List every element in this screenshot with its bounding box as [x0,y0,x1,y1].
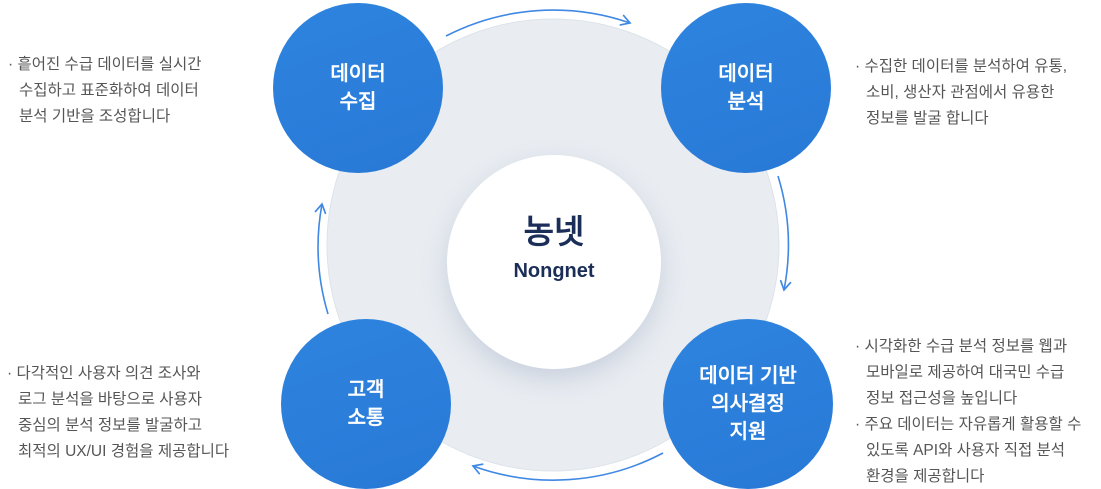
node-decision-support-label: 데이터 기반 의사결정 지원 [699,365,797,443]
description-bullet: · 흩어진 수급 데이터를 실시간 수집하고 표준화하여 데이터 분석 기반을 … [8,56,202,125]
arrow-left-icon [314,202,329,315]
arrow-top-icon [445,9,632,37]
description-data-analysis: · 수집한 데이터를 분석하여 유통, 소비, 생산자 관점에서 유용한 정보를… [855,54,1067,132]
description-bullet: · 다각적인 사용자 의견 조사와 로그 분석을 바탕으로 사용자 중심의 분석… [7,365,230,460]
node-data-analysis: 데이터 분석 [661,3,831,173]
description-bullet: · 시각화한 수급 분석 정보를 웹과 모바일로 제공하여 대국민 수급 정보 … [855,338,1068,407]
node-decision-support: 데이터 기반 의사결정 지원 [663,319,833,489]
description-bullet: · 주요 데이터는 자유롭게 활용할 수 있도록 API와 사용자 직접 분석 … [855,416,1082,485]
description-data-collection: · 흩어진 수급 데이터를 실시간 수집하고 표준화하여 데이터 분석 기반을 … [8,52,202,130]
arrow-right-icon [777,175,792,292]
description-customer-communication: · 다각적인 사용자 의견 조사와 로그 분석을 바탕으로 사용자 중심의 분석… [7,361,229,465]
node-data-collection: 데이터 수집 [273,3,443,173]
node-customer-communication-label: 고객 소통 [347,379,385,429]
center-title-english: Nongnet [513,260,595,282]
node-customer-communication: 고객 소통 [281,319,451,489]
center-title-korean: 농넷 [523,213,585,250]
node-data-collection-label: 데이터 수집 [330,63,386,113]
node-data-analysis-label: 데이터 분석 [718,63,774,113]
arrow-bottom-icon [471,452,664,481]
description-decision-support: · 시각화한 수급 분석 정보를 웹과 모바일로 제공하여 대국민 수급 정보 … [855,334,1081,489]
description-bullet: · 수집한 데이터를 분석하여 유통, 소비, 생산자 관점에서 유용한 정보를… [855,58,1068,127]
center-hub: 농넷 Nongnet [447,155,661,369]
